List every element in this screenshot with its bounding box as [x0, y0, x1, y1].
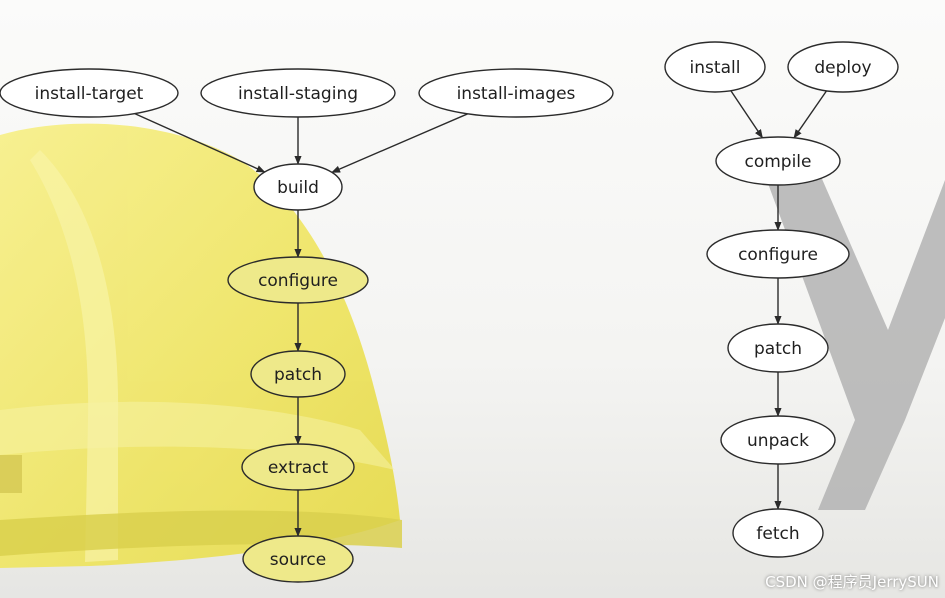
node-label: deploy [814, 58, 871, 78]
node-label: patch [274, 365, 322, 385]
node-label: install-staging [238, 84, 358, 104]
node-ellipse [787, 41, 899, 93]
node-ellipse [200, 68, 396, 118]
node-ellipse [720, 415, 836, 465]
node-buildroot-install-target: install-target [0, 68, 179, 118]
edge-yocto-deploy-to-compile [793, 90, 828, 139]
node-buildroot-install-images: install-images [418, 68, 614, 118]
node-ellipse [253, 163, 343, 211]
node-buildroot-configure: configure [227, 256, 369, 304]
node-label: configure [258, 271, 338, 291]
node-ellipse [727, 323, 829, 373]
edges-layer [134, 90, 828, 537]
node-label: compile [744, 152, 811, 172]
node-buildroot-build: build [253, 163, 343, 211]
node-yocto-unpack: unpack [720, 415, 836, 465]
node-label: patch [754, 339, 802, 359]
node-yocto-configure: configure [706, 229, 850, 279]
node-label: build [277, 178, 319, 198]
node-ellipse [0, 68, 179, 118]
node-ellipse [227, 256, 369, 304]
node-ellipse [732, 508, 824, 558]
node-label: install [690, 58, 741, 78]
node-buildroot-install-staging: install-staging [200, 68, 396, 118]
node-label: extract [268, 458, 329, 478]
node-ellipse [250, 350, 346, 398]
node-yocto-deploy: deploy [787, 41, 899, 93]
node-ellipse [706, 229, 850, 279]
edge-yocto-install-to-compile [730, 90, 764, 139]
node-label: fetch [756, 524, 799, 544]
edge-buildroot-install-images-to-build [331, 113, 469, 174]
node-label: unpack [747, 431, 809, 451]
node-yocto-install: install [664, 41, 766, 93]
node-ellipse [242, 535, 354, 583]
node-yocto-fetch: fetch [732, 508, 824, 558]
watermark-text: CSDN @程序员JerrySUN [765, 573, 939, 591]
nodes-layer: install-target install-staging install-ima… [0, 41, 899, 583]
node-buildroot-extract: extract [241, 443, 355, 491]
node-buildroot-patch: patch [250, 350, 346, 398]
node-label: install-images [457, 84, 576, 104]
node-label: source [270, 550, 326, 570]
node-ellipse [664, 41, 766, 93]
edge-buildroot-install-target-to-build [134, 112, 266, 173]
node-ellipse [241, 443, 355, 491]
node-label: install-target [35, 84, 144, 104]
node-ellipse [418, 68, 614, 118]
node-yocto-patch: patch [727, 323, 829, 373]
node-yocto-compile: compile [715, 136, 841, 186]
node-buildroot-source: source [242, 535, 354, 583]
node-label: configure [738, 245, 818, 265]
node-ellipse [715, 136, 841, 186]
